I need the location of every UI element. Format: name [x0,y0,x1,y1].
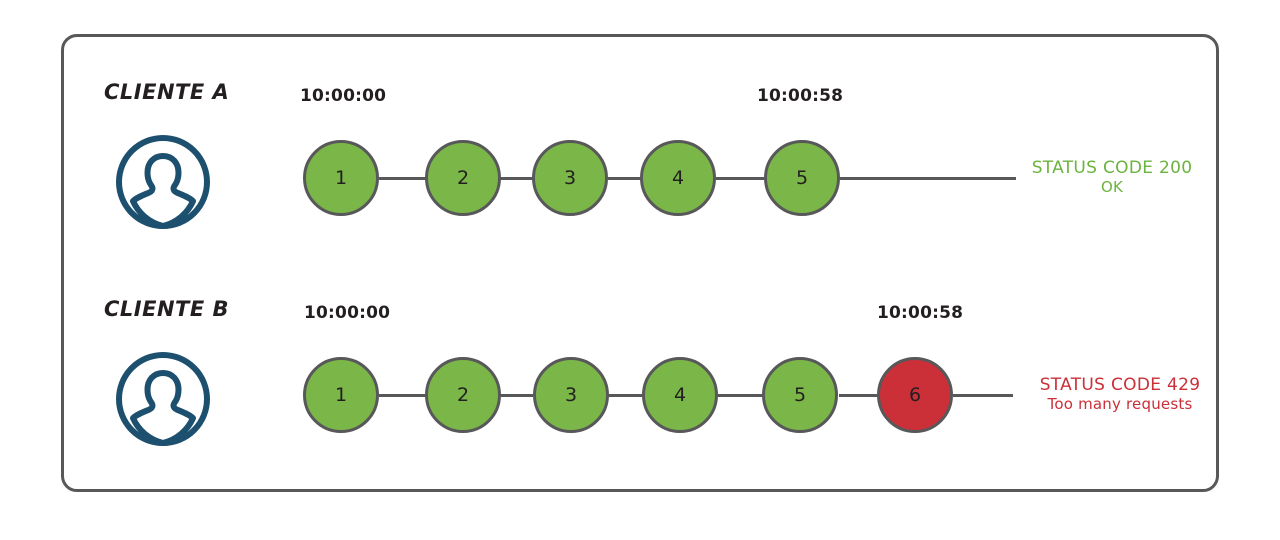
request-node[interactable]: 3 [533,357,609,433]
status-badge-a: STATUS CODE 200 OK [1022,158,1202,196]
client-label-a: CLIENTE A [104,80,230,104]
request-node[interactable]: 3 [532,140,608,216]
status-code-text: STATUS CODE 200 [1031,158,1193,178]
request-node-blocked[interactable]: 6 [877,357,953,433]
connector [379,177,426,180]
connector [716,177,764,180]
status-message-text: OK [1100,178,1124,197]
request-node[interactable]: 1 [303,357,379,433]
status-code-text: STATUS CODE 429 [1039,375,1201,395]
request-node-label: 4 [673,384,687,406]
request-node-label: 3 [564,384,578,406]
timestamp-start-b: 10:00:00 [304,303,391,323]
connector [718,394,763,397]
request-node[interactable]: 5 [762,357,838,433]
request-chain-a: 1 2 3 4 5 [0,70,1280,250]
diagram-frame [61,34,1219,492]
request-node-label: 1 [334,167,348,189]
timestamp-end-b: 10:00:58 [877,303,964,323]
request-node[interactable]: 2 [425,140,501,216]
request-node-label: 3 [563,167,577,189]
request-node-label: 5 [795,167,809,189]
request-node-label: 4 [671,167,685,189]
connector [608,394,642,397]
client-row-a: CLIENTE A 10:00:00 10:00:58 1 2 3 [0,70,1280,250]
request-node-label: 2 [456,167,470,189]
connector-to-status [953,394,1013,397]
client-row-b: CLIENTE B 10:00:00 10:00:58 1 2 3 [0,287,1280,467]
request-node-label: 5 [793,384,807,406]
connector [839,394,878,397]
timestamp-end-a: 10:00:58 [757,86,844,106]
client-label-b: CLIENTE B [104,297,230,321]
request-node[interactable]: 4 [640,140,716,216]
request-node-label: 6 [908,384,922,406]
timestamp-start-a: 10:00:00 [300,86,387,106]
connector [379,394,426,397]
request-node[interactable]: 5 [764,140,840,216]
request-node-label: 1 [334,384,348,406]
request-node-label: 2 [456,384,470,406]
user-circle-icon [113,132,213,232]
connector [500,177,533,180]
user-circle-icon [113,349,213,449]
connector-to-status [840,177,1016,180]
request-node[interactable]: 1 [303,140,379,216]
connector [500,394,533,397]
status-badge-b: STATUS CODE 429 Too many requests [1020,375,1220,413]
request-node[interactable]: 4 [642,357,718,433]
connector [608,177,641,180]
request-node[interactable]: 2 [425,357,501,433]
request-chain-b: 1 2 3 4 5 6 [0,287,1280,467]
status-message-text: Too many requests [1047,395,1193,414]
